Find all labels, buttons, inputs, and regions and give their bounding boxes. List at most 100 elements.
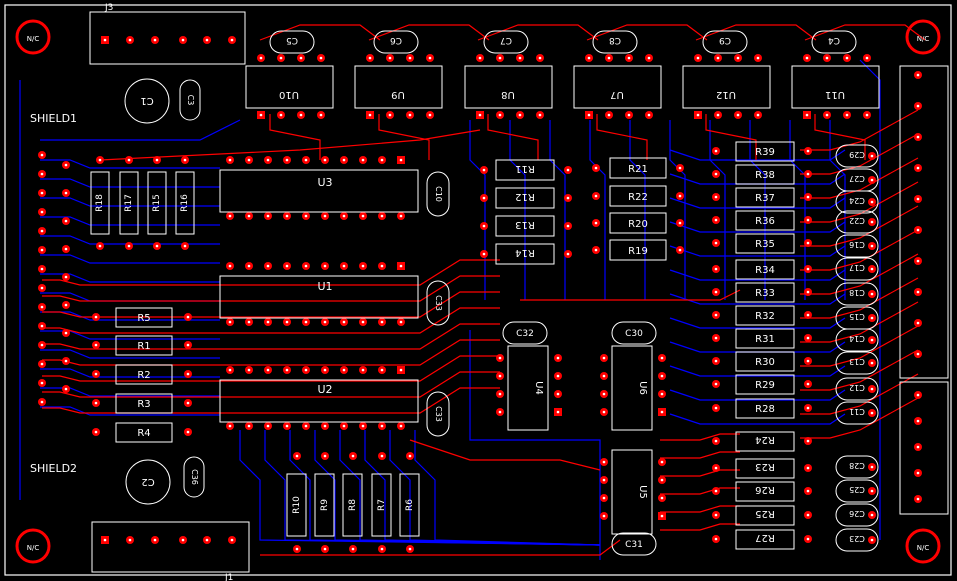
pad-hole — [714, 537, 718, 541]
pad-hole — [230, 538, 234, 542]
pad-hole — [714, 513, 718, 517]
resistor-r18: R18 — [90, 171, 110, 235]
pad-hole — [825, 56, 829, 60]
svg-text:R33: R33 — [755, 288, 775, 299]
capacitor-c5: C5 — [269, 30, 315, 54]
pad-hole — [94, 315, 98, 319]
capacitor-c13: C13 — [835, 351, 879, 375]
svg-text:R13: R13 — [515, 219, 535, 230]
svg-text:C28: C28 — [849, 461, 865, 470]
pad-hole — [498, 56, 502, 60]
capacitor-c18: C18 — [835, 282, 879, 306]
pad-hole — [323, 424, 327, 428]
pad-hole — [587, 113, 591, 117]
capacitor-c4: C4 — [811, 30, 857, 54]
resistor-r7: R7 — [371, 473, 392, 537]
pad-hole — [916, 228, 920, 232]
ic-u5: U5 — [611, 449, 653, 535]
svg-text:R28: R28 — [755, 404, 775, 415]
pad-hole — [602, 460, 606, 464]
svg-text:R18: R18 — [95, 194, 105, 212]
pad-hole — [285, 158, 289, 162]
pad-hole — [380, 547, 384, 551]
top-trace — [800, 157, 919, 199]
pad-hole — [40, 248, 44, 252]
shield2-label: SHIELD2 — [30, 462, 77, 475]
pad-hole — [647, 113, 651, 117]
pad-hole — [279, 56, 283, 60]
pad-hole — [40, 324, 44, 328]
resistor-r13: R13 — [495, 215, 555, 237]
resistor-r6: R6 — [399, 473, 420, 537]
svg-text:R12: R12 — [515, 191, 535, 202]
pad-hole — [538, 113, 542, 117]
bottom-trace — [40, 159, 220, 169]
pad-hole — [870, 513, 874, 517]
mount-hole-bottom-left: N/C — [15, 528, 51, 564]
pad-hole — [323, 264, 327, 268]
pad-hole — [845, 56, 849, 60]
pad-hole — [259, 113, 263, 117]
svg-text:C18: C18 — [849, 288, 865, 297]
pad-hole — [556, 392, 560, 396]
pad-hole — [602, 374, 606, 378]
resistor-r23: R23 — [735, 458, 795, 479]
pad-hole — [380, 158, 384, 162]
pad-hole — [285, 320, 289, 324]
capacitor-c32: C32 — [502, 321, 548, 345]
pad-hole — [399, 320, 403, 324]
pad-hole — [916, 73, 920, 77]
svg-text:R19: R19 — [628, 246, 648, 257]
pad-hole — [64, 303, 68, 307]
bottom-trace — [40, 178, 220, 188]
top-trace — [42, 275, 500, 302]
pad-hole — [714, 406, 718, 410]
pad-hole — [40, 267, 44, 271]
svg-text:C30: C30 — [625, 329, 643, 339]
top-trace — [409, 439, 601, 471]
pad-hole — [916, 419, 920, 423]
svg-text:U2: U2 — [317, 383, 332, 396]
pad-hole — [285, 214, 289, 218]
pad-hole — [64, 247, 68, 251]
pad-hole — [94, 401, 98, 405]
bottom-trace — [469, 330, 601, 560]
resistor-r10: R10 — [286, 473, 307, 537]
bottom-trace — [859, 59, 881, 540]
pad-hole — [660, 410, 664, 414]
pad-hole — [806, 290, 810, 294]
pad-hole — [205, 38, 209, 42]
pad-hole — [870, 338, 874, 342]
top-trace — [477, 24, 599, 41]
pad-hole — [428, 56, 432, 60]
capacitor-c16: C16 — [835, 234, 879, 258]
pad-hole — [806, 172, 810, 176]
capacitor-c9: C9 — [702, 30, 748, 54]
pad-hole — [323, 158, 327, 162]
capacitor-c10: C10 — [426, 171, 450, 217]
resistor-r30: R30 — [735, 351, 795, 372]
svg-text:C22: C22 — [849, 216, 865, 225]
pad-hole — [870, 267, 874, 271]
pad-hole — [266, 320, 270, 324]
pad-hole — [602, 496, 606, 500]
capacitor-c7: C7 — [483, 30, 529, 54]
pad-hole — [323, 454, 327, 458]
resistor-r38: R38 — [735, 164, 795, 185]
pad-hole — [128, 538, 132, 542]
pad-hole — [299, 113, 303, 117]
bottom-trace — [669, 365, 846, 377]
top-trace — [800, 301, 919, 343]
resistor-r15: R15 — [147, 171, 167, 235]
resistor-r1: R1 — [115, 335, 173, 356]
pad-hole — [388, 56, 392, 60]
bottom-trace — [829, 120, 846, 300]
pad-hole — [805, 113, 809, 117]
resistor-r34: R34 — [735, 259, 795, 280]
pad-hole — [155, 158, 159, 162]
pad-hole — [870, 178, 874, 182]
pad-hole — [153, 38, 157, 42]
pad-hole — [594, 248, 598, 252]
bottom-trace — [749, 120, 766, 300]
top-trace — [660, 433, 740, 441]
